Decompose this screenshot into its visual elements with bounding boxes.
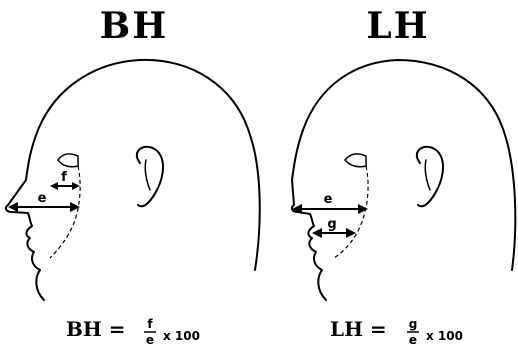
bh-ear-icon [137,147,163,207]
lh-formula-multiplier: x 100 [426,329,463,343]
bh-formula-denominator: e [146,333,154,347]
bh-formula: BH = f e x 100 [66,317,200,347]
lh-eye-icon [345,154,366,167]
bh-ear-inner [145,160,150,190]
bh-e-label: e [38,191,47,206]
bh-f-label: f [61,170,67,185]
lh-g-arrow-left [312,228,322,238]
lh-title: LH [366,5,429,47]
bh-f-arrow-left [50,182,58,190]
bh-head-outline [6,60,260,300]
bh-formula-lhs: BH = [66,317,126,341]
lh-ear-icon [417,147,443,207]
lh-panel: LH e g LH = g e x 100 [292,5,515,347]
lh-formula-numerator: g [409,317,418,331]
lh-e-label: e [324,192,333,207]
lh-formula-denominator: e [409,333,417,347]
bh-f-arrow-right [72,182,80,190]
lh-ear-inner [425,160,430,190]
bh-panel: BH e f BH = f e x 100 [6,5,260,347]
bh-eye-icon [58,154,78,167]
lh-formula-lhs: LH = [330,317,387,341]
bh-title: BH [100,5,168,47]
lh-e-arrow-right [358,204,368,214]
bh-formula-multiplier: x 100 [163,329,200,343]
bh-formula-numerator: f [147,317,153,331]
lh-dashed-guide [334,166,368,258]
lh-g-label: g [327,217,336,232]
lh-head-outline [292,60,515,300]
lh-formula: LH = g e x 100 [330,317,463,347]
